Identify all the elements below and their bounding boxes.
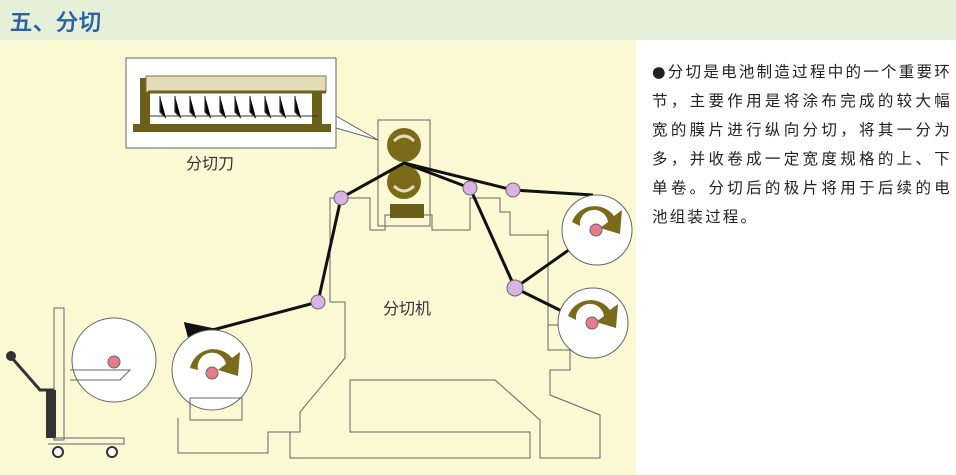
- slitting-diagram: 分切刀 分切机: [6, 57, 633, 459]
- guide-rollers: [310, 180, 524, 310]
- slitter-base: [390, 204, 424, 218]
- slitting-blade-assembly: [133, 75, 331, 132]
- roll-cart: [6, 307, 157, 458]
- callout-pointer: [335, 115, 379, 141]
- upper-rewind-roll: [561, 194, 633, 266]
- machine-label: 分切机: [383, 299, 431, 318]
- section-header: 五、分切: [0, 0, 956, 40]
- section-title: 五、分切: [10, 11, 103, 36]
- lower-rewind-roll: [557, 287, 629, 359]
- web-path-upper: [403, 161, 594, 197]
- machine-frame: [177, 197, 601, 459]
- blade-label: 分切刀: [186, 154, 234, 173]
- slitting-rollers: [387, 128, 421, 199]
- description-text: ●分切是电池制造过程中的一个重要环节，主要作用是将涂布完成的较大幅宽的膜片进行纵…: [652, 63, 952, 226]
- unwind-roll: [171, 329, 253, 421]
- blade-callout-box: [125, 57, 337, 149]
